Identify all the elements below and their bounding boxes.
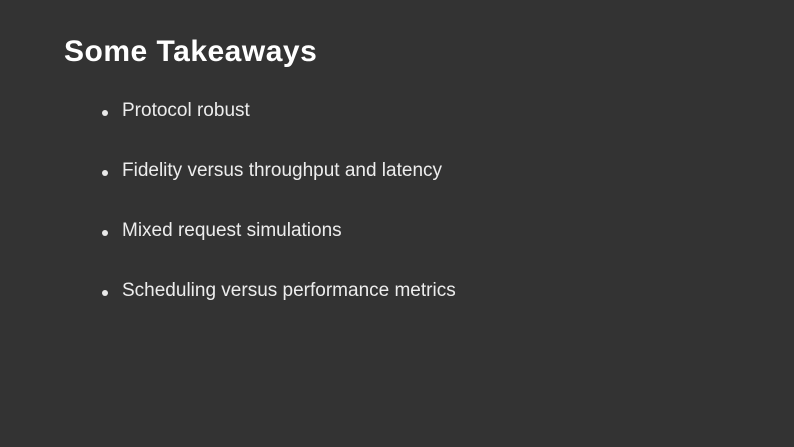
bullet-dot-icon <box>102 290 108 296</box>
bullet-text: Protocol robust <box>122 100 250 121</box>
bullet-dot-icon <box>102 110 108 116</box>
bullet-text: Mixed request simulations <box>122 220 342 241</box>
slide-title: Some Takeaways <box>64 35 318 68</box>
bullet-item: Scheduling versus performance metrics <box>102 261 456 321</box>
bullet-dot-icon <box>102 230 108 236</box>
bullet-list: Protocol robust Fidelity versus throughp… <box>102 81 456 321</box>
bullet-item: Mixed request simulations <box>102 201 456 261</box>
bullet-item: Fidelity versus throughput and latency <box>102 141 456 201</box>
bullet-text: Scheduling versus performance metrics <box>122 280 456 301</box>
bullet-text: Fidelity versus throughput and latency <box>122 160 443 181</box>
bullet-dot-icon <box>102 170 108 176</box>
bullet-item: Protocol robust <box>102 81 456 141</box>
